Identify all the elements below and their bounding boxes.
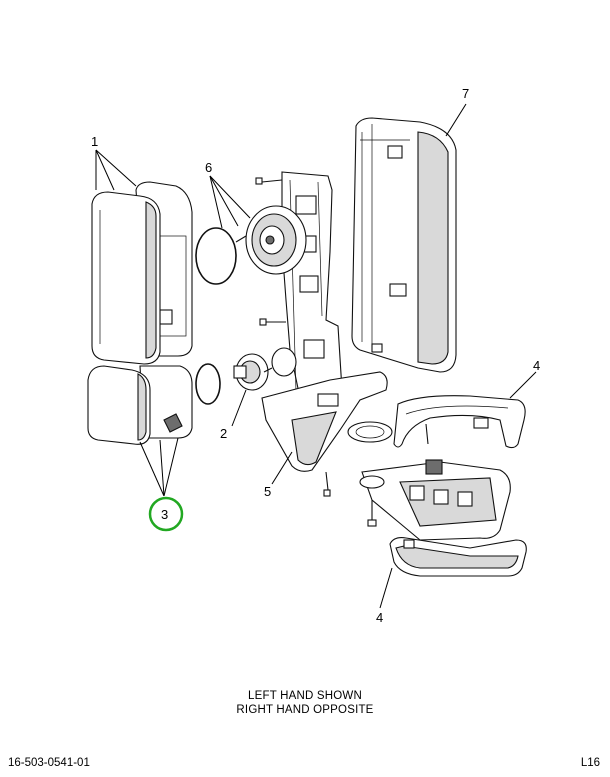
part-5-lower-arm — [261, 371, 393, 497]
caption-line-2: RIGHT HAND OPPOSITE — [236, 704, 374, 716]
part-1-main-mirror — [91, 181, 193, 365]
callout-4-upper: 4 — [533, 358, 540, 373]
part-6-housing-frame — [195, 171, 343, 399]
callout-3: 3 — [161, 507, 168, 522]
callout-5: 5 — [264, 484, 271, 499]
callout-6: 6 — [205, 160, 212, 175]
footer-part-number: 16-503-0541-01 — [8, 757, 90, 769]
part-7-back-cover — [351, 117, 457, 373]
part-4-upper-cover — [393, 395, 526, 449]
footer-page-code: L16 — [580, 757, 600, 769]
callout-2: 2 — [220, 426, 227, 441]
mount-bracket-assembly — [359, 459, 511, 541]
caption-line-1: LEFT HAND SHOWN — [248, 690, 362, 702]
leader-lines — [95, 103, 537, 609]
part-3-convex-mirror — [87, 365, 193, 445]
part-2-small-motor — [195, 347, 297, 405]
part-4-lower-cover — [389, 537, 527, 577]
callout-3-highlight-circle — [148, 496, 184, 532]
callout-4-lower: 4 — [376, 610, 383, 625]
callout-1: 1 — [91, 134, 98, 149]
callout-7: 7 — [462, 86, 469, 101]
